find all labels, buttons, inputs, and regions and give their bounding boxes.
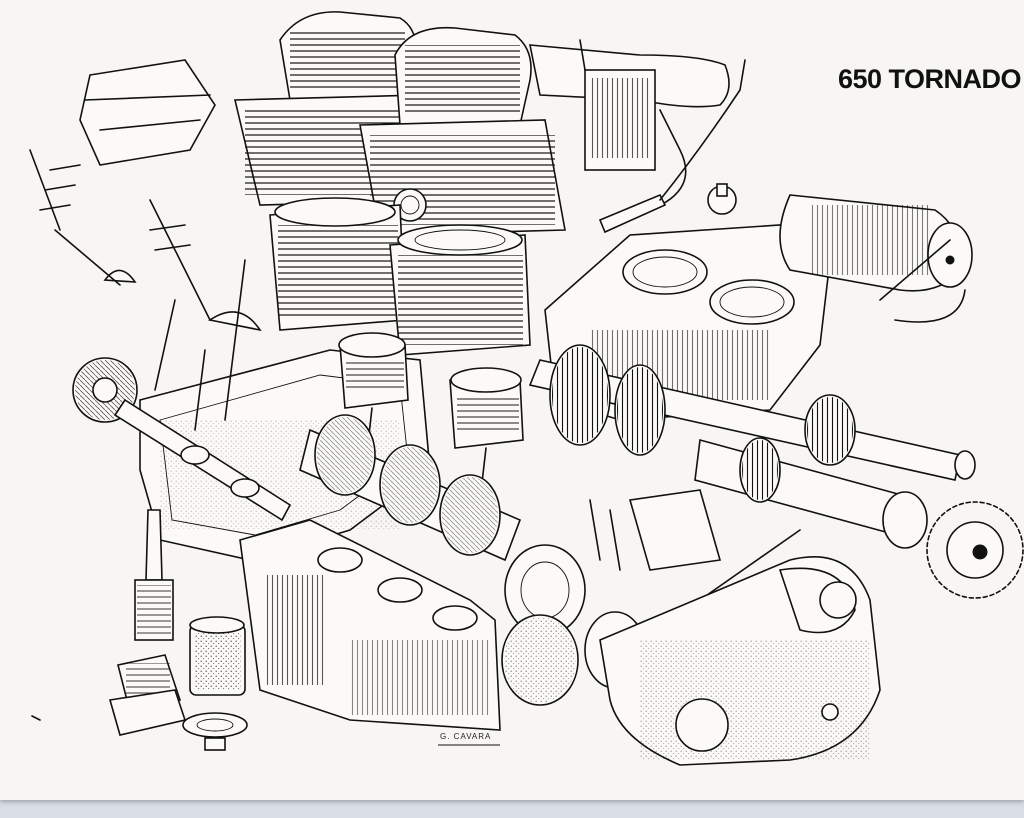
page-title: 650 TORNADO [838,64,1022,94]
oil-filter-parts [108,509,248,751]
camshaft [72,357,292,522]
cylinder-barrel-front [389,224,531,356]
cylinder-head-rear [233,11,441,206]
valve-gear [29,59,262,431]
chain-sprocket [926,501,1024,599]
cylinder-barrel-rear [269,197,406,331]
pistons [338,332,524,501]
carburettor [529,39,730,211]
gearbox-shafts [528,344,976,549]
starter-motor [779,194,973,323]
crankcase-lower-sump [239,519,501,731]
primary-cover [599,556,881,766]
artist-signature: G. CAVARA [440,732,492,741]
spark-plug [598,59,746,234]
crankshaft [299,414,522,562]
